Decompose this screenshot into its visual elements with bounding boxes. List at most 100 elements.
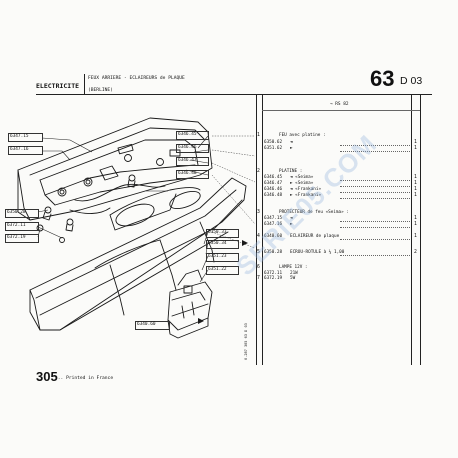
row-description: PROTECTEUR de feu «Seima» :: [279, 210, 349, 215]
callout-6347-15: 6347.15: [10, 134, 29, 139]
bulb-icon: [65, 218, 74, 232]
row-description: ◄ «Frankani»: [290, 187, 322, 192]
row-quantity: 1: [414, 181, 417, 186]
row-index: 2: [257, 169, 260, 174]
callout-box: [8, 146, 43, 155]
callout-box: [176, 131, 209, 140]
row-quantity: 1: [414, 222, 417, 227]
page-group-number: 63: [370, 66, 395, 91]
row-leader-dots: [340, 186, 410, 187]
callout-6372-19: 6372.19: [7, 235, 26, 240]
row-part-number: 6350.28: [264, 250, 283, 255]
row-description: ►: [290, 146, 293, 151]
row-description: ► «Frankani»: [290, 193, 322, 198]
plate-lamp-outline: [167, 281, 213, 331]
row-leader-dots: [340, 221, 410, 222]
callout-box: [8, 133, 43, 142]
row-description: ECROU-ROTULE à ¼ 1,00: [290, 250, 345, 255]
callout-6346-48: 6346.48: [178, 171, 197, 176]
callout-6351-22: 6351.22: [208, 267, 227, 272]
table-column-header: → RS 82: [330, 102, 349, 107]
callout-6372-11: 6372.11: [7, 223, 26, 228]
callout-box: [206, 253, 239, 262]
row-leader-dots: [340, 227, 410, 228]
header-divider: [84, 74, 85, 94]
row-leader-dots: [340, 255, 410, 256]
table-qty-border: [411, 95, 412, 365]
row-part-number: 6351.62: [264, 146, 283, 151]
callout-6351-23: 6351.23: [208, 254, 227, 259]
row-description: FEU avec platine :: [279, 133, 326, 138]
row-part-number: 6372.11: [264, 271, 283, 276]
row-part-number: 6372.19: [264, 276, 283, 281]
lamp-lens-outline: [29, 177, 247, 331]
row-part-number: 6346.45: [264, 175, 283, 180]
footer-printed: ... Printed in France: [55, 376, 114, 381]
row-leader-dots: [340, 180, 410, 181]
table-header-rule: [262, 110, 420, 111]
callout-box: [5, 234, 39, 243]
row-quantity: 1: [414, 234, 417, 239]
callout-box: [5, 209, 39, 218]
callout-6340-60: 6340.60: [137, 322, 156, 327]
row-part-number: 6347.16: [264, 222, 283, 227]
table-index-border: [262, 95, 263, 365]
row-part-number: 6340.60: [264, 234, 283, 239]
row-description: ►: [290, 222, 293, 227]
callout-box: [176, 170, 209, 179]
row-quantity: 1: [414, 175, 417, 180]
row-quantity: 1: [414, 187, 417, 192]
row-part-number: 6347.15: [264, 216, 283, 221]
callout-box: [176, 144, 209, 153]
callout-6350-33: 6350.33: [208, 230, 227, 235]
row-index: 6: [257, 265, 260, 270]
callout-6346-46: 6346.46: [178, 145, 197, 150]
footer-page-number: 305: [36, 369, 58, 384]
callout-6350-34: 6350.34: [208, 241, 227, 246]
row-description: ECLAIREUR de plaque: [290, 234, 340, 239]
row-leader-dots: [340, 192, 410, 193]
row-description: 5W: [290, 276, 296, 281]
page-title: FEUX ARRIERE - ECLAIREURS de PLAQUE: [88, 76, 185, 81]
callout-6346-45: 6346.45: [178, 132, 197, 137]
row-part-number: 6346.46: [264, 187, 283, 192]
callout-box: [5, 222, 39, 231]
callout-box: [176, 157, 209, 166]
header-rule: [36, 94, 432, 95]
row-description: ◄: [290, 140, 293, 145]
callout-box: [206, 266, 239, 275]
row-part-number: 6346.48: [264, 193, 283, 198]
row-description: ◄ «Seima»: [290, 175, 314, 180]
table-left-border: [256, 95, 257, 365]
row-part-number: 6350.62: [264, 140, 283, 145]
row-description: 21W: [290, 271, 298, 276]
row-index: 3: [257, 210, 260, 215]
callout-6350-28: 6350.28: [7, 210, 26, 215]
bulb-icon: [127, 174, 136, 188]
page-subtitle: (BERLINE): [88, 88, 113, 93]
row-quantity: 1: [414, 146, 417, 151]
callout-box: [135, 321, 170, 330]
callout-6347-16: 6347.16: [10, 147, 29, 152]
section-title: ELECTRICITE: [36, 82, 80, 90]
row-index: 1: [257, 133, 260, 138]
row-leader-dots: [340, 198, 410, 199]
row-description: PLATINE :: [279, 169, 303, 174]
row-leader-dots: [340, 239, 410, 240]
row-index: 4: [257, 234, 260, 239]
callout-6346-47: 6346.47: [178, 158, 197, 163]
bulb-icon: [42, 206, 52, 221]
row-quantity: 1: [414, 193, 417, 198]
row-description: ◄: [290, 216, 293, 221]
row-index: 5: [257, 250, 260, 255]
row-part-number: 6346.47: [264, 181, 283, 186]
table-right-border: [420, 95, 421, 365]
page-group-suffix: D 03: [400, 75, 423, 87]
row-quantity: 1: [414, 140, 417, 145]
row-quantity: 2: [414, 250, 417, 255]
row-leader-dots: [340, 145, 410, 146]
side-reference-code: 0.287 305 63 D 03: [244, 323, 248, 360]
callout-box: [206, 240, 239, 249]
